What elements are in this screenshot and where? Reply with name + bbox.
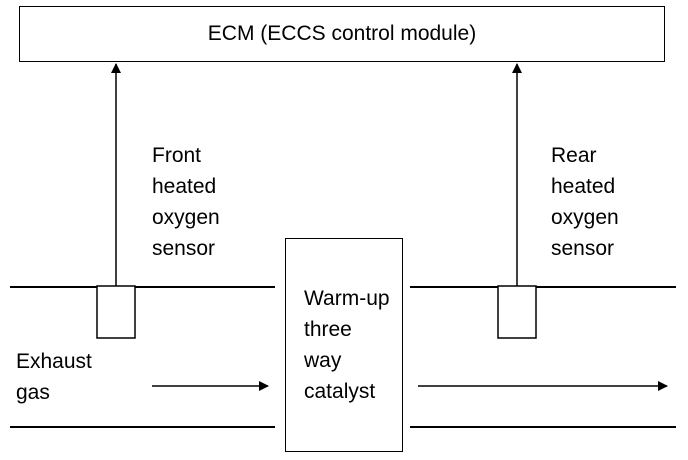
front-sensor-label-line: heated: [152, 175, 217, 198]
front-sensor-body: [96, 285, 136, 339]
rear-sensor-label-line: oxygen: [551, 206, 619, 229]
catalyst-label: Warm-up three way catalyst: [304, 283, 390, 407]
front-sensor-label: Front heated oxygen sensor: [152, 140, 220, 264]
rear-sensor-body: [497, 285, 537, 339]
exhaust-gas-label-line: gas: [16, 381, 50, 404]
rear-sensor-label-line: Rear: [551, 144, 597, 167]
rear-sensor-label-line: heated: [551, 175, 616, 198]
exhaust-gas-label: Exhaust gas: [16, 346, 92, 408]
catalyst-label-line: Warm-up: [304, 287, 390, 310]
exhaust-gas-label-line: Exhaust: [16, 350, 92, 373]
ecm-label: ECM (ECCS control module): [207, 22, 477, 45]
front-sensor-label-line: oxygen: [152, 206, 220, 229]
catalyst-box: Warm-up three way catalyst: [285, 238, 403, 452]
catalyst-label-line: three: [304, 318, 352, 341]
catalyst-label-line: way: [304, 349, 342, 372]
catalyst-label-line: catalyst: [304, 380, 376, 403]
front-sensor-label-line: Front: [152, 144, 202, 167]
ecm-box: ECM (ECCS control module): [19, 6, 665, 62]
rear-sensor-label-line: sensor: [551, 237, 615, 260]
rear-sensor-label: Rear heated oxygen sensor: [551, 140, 619, 264]
front-sensor-label-line: sensor: [152, 237, 216, 260]
